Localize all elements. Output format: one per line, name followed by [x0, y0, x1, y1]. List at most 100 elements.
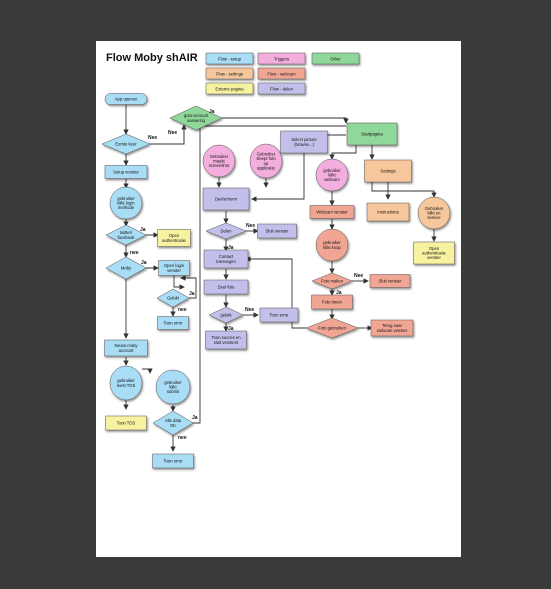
rect-shape [203, 249, 249, 269]
node-label: Alle data [165, 418, 182, 423]
node-label: gebruiker [323, 168, 341, 173]
edge-label: nee [178, 307, 187, 313]
edge-label: Ja [140, 227, 146, 233]
legend-item-webcam: Flow - webcam [257, 67, 306, 80]
diamond-shape [205, 222, 247, 240]
node-label: leest TOS [117, 383, 136, 388]
edge-label: Ja [228, 245, 234, 251]
node-label: submit [167, 389, 180, 394]
diamond-shape [208, 306, 244, 324]
edge [180, 275, 197, 299]
legend-item-other: Other [311, 52, 360, 65]
edge-label: Nee [246, 223, 255, 229]
node-select-picture: Select picture(browse...) [280, 130, 328, 154]
edge-label: Ja [192, 415, 198, 421]
node-delen: Delen [205, 222, 247, 240]
edge-label: Ja [209, 109, 215, 115]
rect-shape [364, 159, 412, 183]
node-label: applicatie [257, 165, 275, 170]
node-label: gebruiker [117, 196, 135, 201]
node-label: Sluit venster [378, 279, 402, 284]
legend-swatch [205, 52, 254, 65]
node-label: Settings [380, 169, 395, 174]
legend-label: Flow - delen [270, 86, 293, 91]
diamond-shape [156, 288, 190, 308]
node-sluit-venster-1: Sluit venster [257, 223, 297, 239]
rect-shape [157, 229, 191, 247]
rect-shape [413, 241, 455, 265]
node-label: Toon succes en [211, 335, 241, 340]
edge-label: Nee [354, 273, 363, 279]
node-label: Delen [221, 229, 233, 234]
node-label: Deel foto [218, 285, 235, 290]
rect-shape [311, 294, 353, 310]
node-setup-venster: Setup venster [104, 165, 148, 179]
node-label: gelukt [220, 313, 232, 318]
node-label: klikt [169, 385, 177, 390]
node-toon-error-3: Toon error [259, 307, 299, 323]
rect-shape [369, 274, 411, 288]
node-moby: Moby [105, 256, 147, 280]
node-label: Nieuw moby [114, 343, 138, 348]
circle-shape [109, 365, 143, 401]
node-label: Sluit venster [265, 229, 289, 234]
node-label: Moby [121, 266, 132, 271]
node-label: klikt [328, 173, 336, 178]
node-label: Open [169, 233, 180, 238]
legend-label: Triggers [274, 56, 289, 61]
edge-label: nee [130, 250, 139, 256]
node-eerste-keer: Eerste keer [101, 133, 151, 155]
node-foto-maken: Foto maken [311, 272, 353, 290]
node-label: Gebruiker [210, 154, 229, 159]
rect-shape [205, 330, 247, 350]
rect-shape [104, 165, 148, 179]
node-label: venster [427, 255, 441, 260]
node-label: Gebruiker [425, 206, 444, 211]
node-label: Open [429, 246, 440, 251]
flowchart-canvas: Flow Moby shAIR [101, 52, 455, 469]
circle-shape [109, 186, 143, 220]
rect-shape [280, 130, 328, 154]
edge [245, 256, 306, 329]
diamond-shape [152, 410, 194, 436]
node-label: Webcam venster [316, 210, 348, 215]
edge-label: Nee [245, 307, 254, 313]
node-startpagina: Startpagina [346, 122, 398, 146]
edge [251, 146, 305, 202]
legend-item-setup: Flow - setup [205, 52, 254, 65]
legend-label: Other [330, 56, 341, 61]
node-toon-error-2: Toon error [152, 453, 194, 469]
legend-label: Flow - webcam [267, 71, 296, 76]
node-label: Setup venster [113, 170, 139, 175]
diagram-sheet: Flow Moby shAIR [96, 41, 461, 557]
rect-shape [105, 415, 147, 431]
circle-shape [202, 144, 236, 178]
diamond-shape [311, 272, 353, 290]
circle-shape [417, 196, 451, 230]
legend-label: Externe pagina [215, 86, 244, 91]
node-label: Contact [219, 254, 234, 259]
node-label: gebruiker [164, 380, 182, 385]
node-label: facebook [118, 235, 136, 240]
edge-label: Ja [189, 291, 195, 297]
rect-shape [104, 339, 148, 357]
legend-swatch [257, 67, 306, 80]
legend-swatch [205, 82, 254, 95]
node-label: sleept foto [256, 156, 276, 161]
node-label: Instructions [377, 210, 398, 215]
rect-shape [157, 316, 189, 330]
node-gelukt-2: gelukt [208, 306, 244, 324]
node-sluit-venster-2: Sluit venster [369, 274, 411, 288]
